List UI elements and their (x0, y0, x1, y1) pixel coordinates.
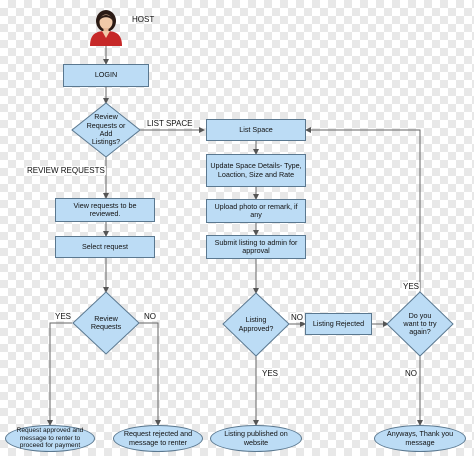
try-again-decision: Do you want to try again? (387, 292, 453, 356)
request-approved-terminal: Request approved and message to renter t… (5, 425, 95, 452)
select-request-box: Select request (55, 236, 155, 258)
connector-review-rejected (139, 322, 161, 426)
review-or-add-diamond (71, 102, 141, 158)
connector-try-list-space (305, 127, 421, 292)
listing-rejected-box: Listing Rejected (305, 313, 372, 335)
update-space-box: Update Space Details- Type, Loaction, Si… (206, 154, 306, 187)
try-yes-label: YES (402, 282, 421, 291)
list-space-box: List Space (206, 119, 306, 141)
approved-yes-label: YES (261, 369, 280, 378)
view-requests-box: View requests to be reviewed. (55, 198, 155, 222)
review-requests-text: Review Requests (90, 313, 122, 331)
request-rejected-terminal: Request rejected and message to renter (113, 425, 203, 452)
list-space-branch-label: LIST SPACE (146, 119, 194, 128)
review-or-add-decision: Review Requests or Add Listings? (72, 103, 140, 157)
host-label: HOST (132, 15, 155, 24)
connector-review-approved (47, 322, 72, 426)
review-requests-decision: Review Requests (73, 292, 139, 354)
try-again-text: Do you want to try again? (403, 310, 437, 337)
review-no-label: NO (143, 312, 157, 321)
review-or-add-text: Review Requests or Add Listings? (86, 112, 126, 147)
try-no-label: NO (404, 369, 418, 378)
thank-you-terminal: Anyways, Thank you message (374, 425, 466, 452)
listing-published-terminal: Listing published on website (210, 425, 302, 452)
upload-photo-box: Upload photo or remark, if any (206, 199, 306, 223)
login-box: LOGIN (63, 64, 149, 87)
try-again-diamond (386, 291, 454, 357)
listing-approved-text: Listing Approved? (238, 315, 274, 333)
listing-approved-decision: Listing Approved? (223, 293, 289, 356)
listing-approved-diamond (222, 292, 290, 357)
review-yes-label: YES (54, 312, 73, 321)
person-icon (90, 10, 122, 46)
approved-no-label: NO (290, 313, 304, 322)
review-requests-branch-label: REVIEW REQUESTS (26, 166, 106, 175)
submit-listing-box: Submit listing to admin for approval (206, 235, 306, 259)
review-requests-diamond (72, 291, 140, 355)
